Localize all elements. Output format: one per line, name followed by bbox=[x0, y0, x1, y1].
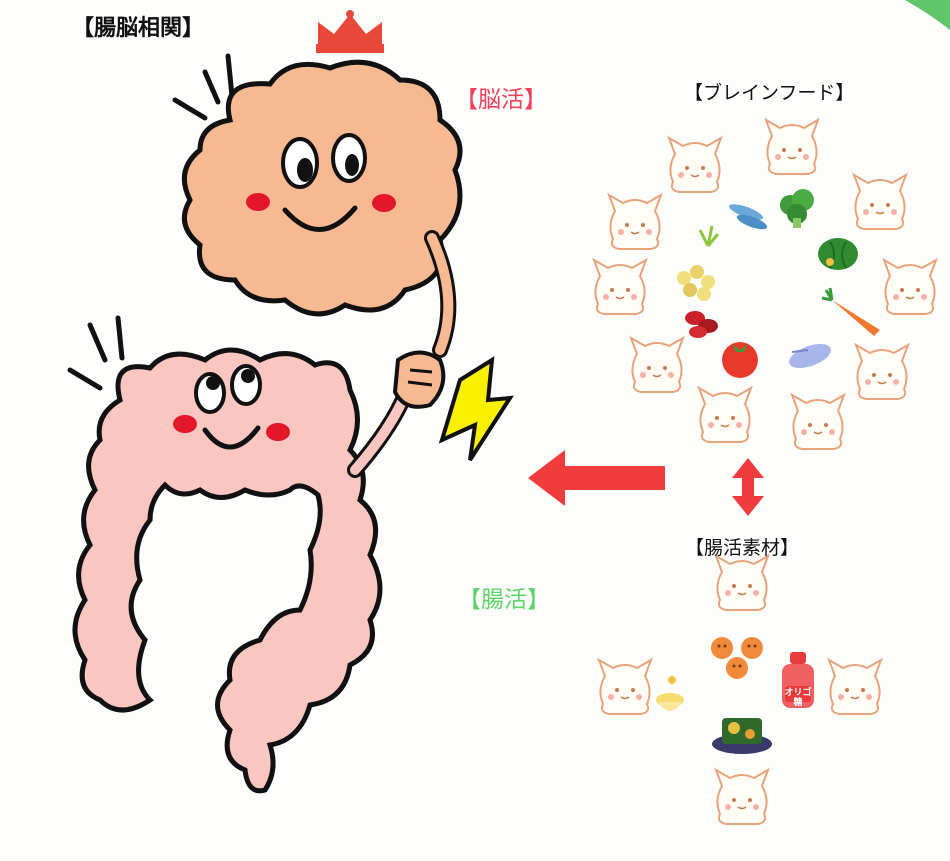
gut-activity-label: 【腸活】 bbox=[458, 587, 550, 613]
cat-mascot-icon bbox=[791, 394, 845, 450]
carrot-icon bbox=[821, 287, 880, 336]
arrow-left-icon bbox=[528, 450, 665, 506]
soybean-icon bbox=[677, 265, 715, 301]
cat-mascot-icon bbox=[608, 194, 662, 250]
cat-mascot-icon bbox=[765, 119, 819, 175]
cat-mascot-icon bbox=[828, 659, 882, 715]
corner-accent bbox=[905, 0, 950, 30]
fish-icon bbox=[728, 204, 768, 230]
lightning-spark-icon bbox=[438, 356, 514, 462]
eggplant-icon bbox=[789, 343, 831, 369]
gut-materials-label: 【腸活素材】 bbox=[685, 537, 800, 559]
brain-activity-label: 【脳活】 bbox=[455, 87, 547, 113]
crown-icon bbox=[316, 10, 384, 53]
emphasis-lines-brain bbox=[172, 53, 235, 121]
fermented-food-icon bbox=[712, 718, 772, 754]
cat-mascot-icon bbox=[668, 137, 722, 193]
herb-icon bbox=[698, 225, 720, 247]
handshake bbox=[347, 230, 457, 478]
cat-mascot-icon bbox=[593, 259, 647, 315]
cat-mascot-icon bbox=[855, 344, 909, 400]
cat-mascot-icon bbox=[853, 174, 907, 230]
gut-materials-cross bbox=[598, 555, 882, 825]
tomato-icon bbox=[722, 342, 758, 378]
beans-icon bbox=[685, 311, 718, 338]
cat-mascot-icon bbox=[715, 555, 769, 611]
brain-character bbox=[181, 59, 463, 317]
oligo-bottle-icon bbox=[782, 652, 814, 708]
intestine-character bbox=[72, 347, 383, 794]
arrow-updown-icon bbox=[732, 458, 764, 516]
brain-food-ring bbox=[593, 119, 937, 450]
cat-mascot-icon bbox=[715, 769, 769, 825]
cat-mascot-icon bbox=[598, 659, 652, 715]
emphasis-lines-intestine bbox=[67, 315, 125, 391]
cat-mascot-icon bbox=[698, 387, 752, 443]
natto-icon bbox=[711, 637, 763, 679]
cat-mascot-icon bbox=[630, 337, 684, 393]
cat-mascot-icon bbox=[883, 259, 937, 315]
pumpkin-icon bbox=[818, 238, 858, 270]
oligo-bottle-label: オリゴ糖 bbox=[784, 688, 812, 708]
title: 【腸脳相関】 bbox=[72, 16, 205, 41]
broccoli-icon bbox=[780, 189, 814, 228]
brain-food-label: 【ブレインフード】 bbox=[684, 82, 855, 104]
honey-icon bbox=[656, 676, 684, 711]
